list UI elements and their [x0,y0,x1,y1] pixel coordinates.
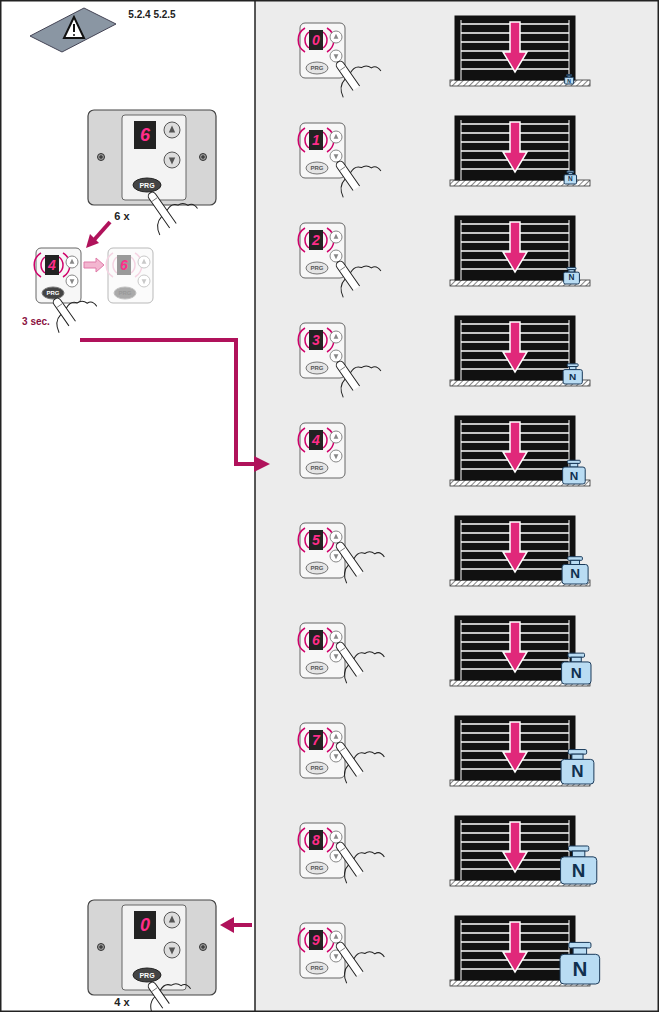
button-label: PRG [118,290,131,296]
control-panel [88,110,216,205]
weight-icon [561,846,597,884]
display-digit: 4 [312,433,320,447]
pressing-hand [325,926,384,984]
force-unit: N [569,274,575,282]
pressing-hand [325,245,381,298]
pressing-hand [325,626,384,684]
button-label: PRG [139,972,154,979]
pressing-hand [325,145,381,198]
pressing-hand [325,826,384,884]
warning-sign [30,8,116,52]
door-icon [450,616,590,686]
flow-arrows [80,222,270,933]
button-label: PRG [310,65,323,71]
display-digit: 9 [312,933,320,947]
press-count: 4 x [114,997,129,1008]
remote-panel [298,423,345,478]
weight-icon [564,267,580,284]
force-unit: N [570,470,579,482]
button-label: PRG [310,465,323,471]
hold-time: 3 sec. [22,317,50,327]
pressing-hand [325,726,384,784]
door-icon [450,116,590,186]
button-label: PRG [310,965,323,971]
display-digit: 2 [312,233,320,247]
button-label: PRG [310,565,323,571]
force-unit: N [571,665,582,680]
weight-icon [562,557,588,584]
remote-panel [34,248,81,303]
force-unit: N [571,763,583,780]
pressing-hand [325,45,381,98]
display-digit: 8 [312,833,320,847]
control-panel [88,900,216,995]
button-label: PRG [310,165,323,171]
force-unit: N [567,78,571,83]
force-unit: N [568,176,573,182]
door-icon [450,16,590,86]
force-unit: N [572,861,586,880]
weight-icon [560,942,600,984]
force-unit: N [570,568,580,582]
force-unit: N [572,959,587,980]
weight-icon [562,653,591,684]
transition-arrow [84,258,104,272]
pressing-hand [42,282,97,333]
door-icon [450,516,590,586]
pressing-hand [325,526,384,584]
display-digit: 6 [140,126,150,144]
force-unit: N [569,372,576,382]
display-digit: 4 [48,258,56,272]
display-digit: 0 [140,916,150,934]
right-panel [255,0,659,1012]
button-label: PRG [139,182,154,189]
weight-icon [563,460,586,484]
door-icon [450,416,590,486]
remote-panel [106,248,153,303]
button-label: PRG [310,665,323,671]
divider [254,0,256,1012]
button-label: PRG [46,290,59,296]
pressing-hand [137,966,191,1012]
button-label: PRG [310,365,323,371]
display-digit: 7 [312,733,320,747]
display-digit: 6 [120,258,128,272]
weight-icon [561,750,594,784]
display-digit: 6 [312,633,320,647]
weight-icon [565,75,574,84]
pressing-hand [137,176,198,235]
pressing-hand [325,345,381,398]
display-digit: 5 [312,533,320,547]
button-label: PRG [310,765,323,771]
press-count: 6 x [114,211,129,222]
button-label: PRG [310,865,323,871]
display-digit: 1 [312,133,320,147]
section-reference: 5.2.4 5.2.5 [128,10,175,20]
door-icon [450,316,590,386]
display-digit: 3 [312,333,320,347]
weight-icon [563,364,582,384]
weight-icon [564,171,576,184]
door-icon [450,216,590,286]
display-digit: 0 [312,33,320,47]
button-label: PRG [310,265,323,271]
